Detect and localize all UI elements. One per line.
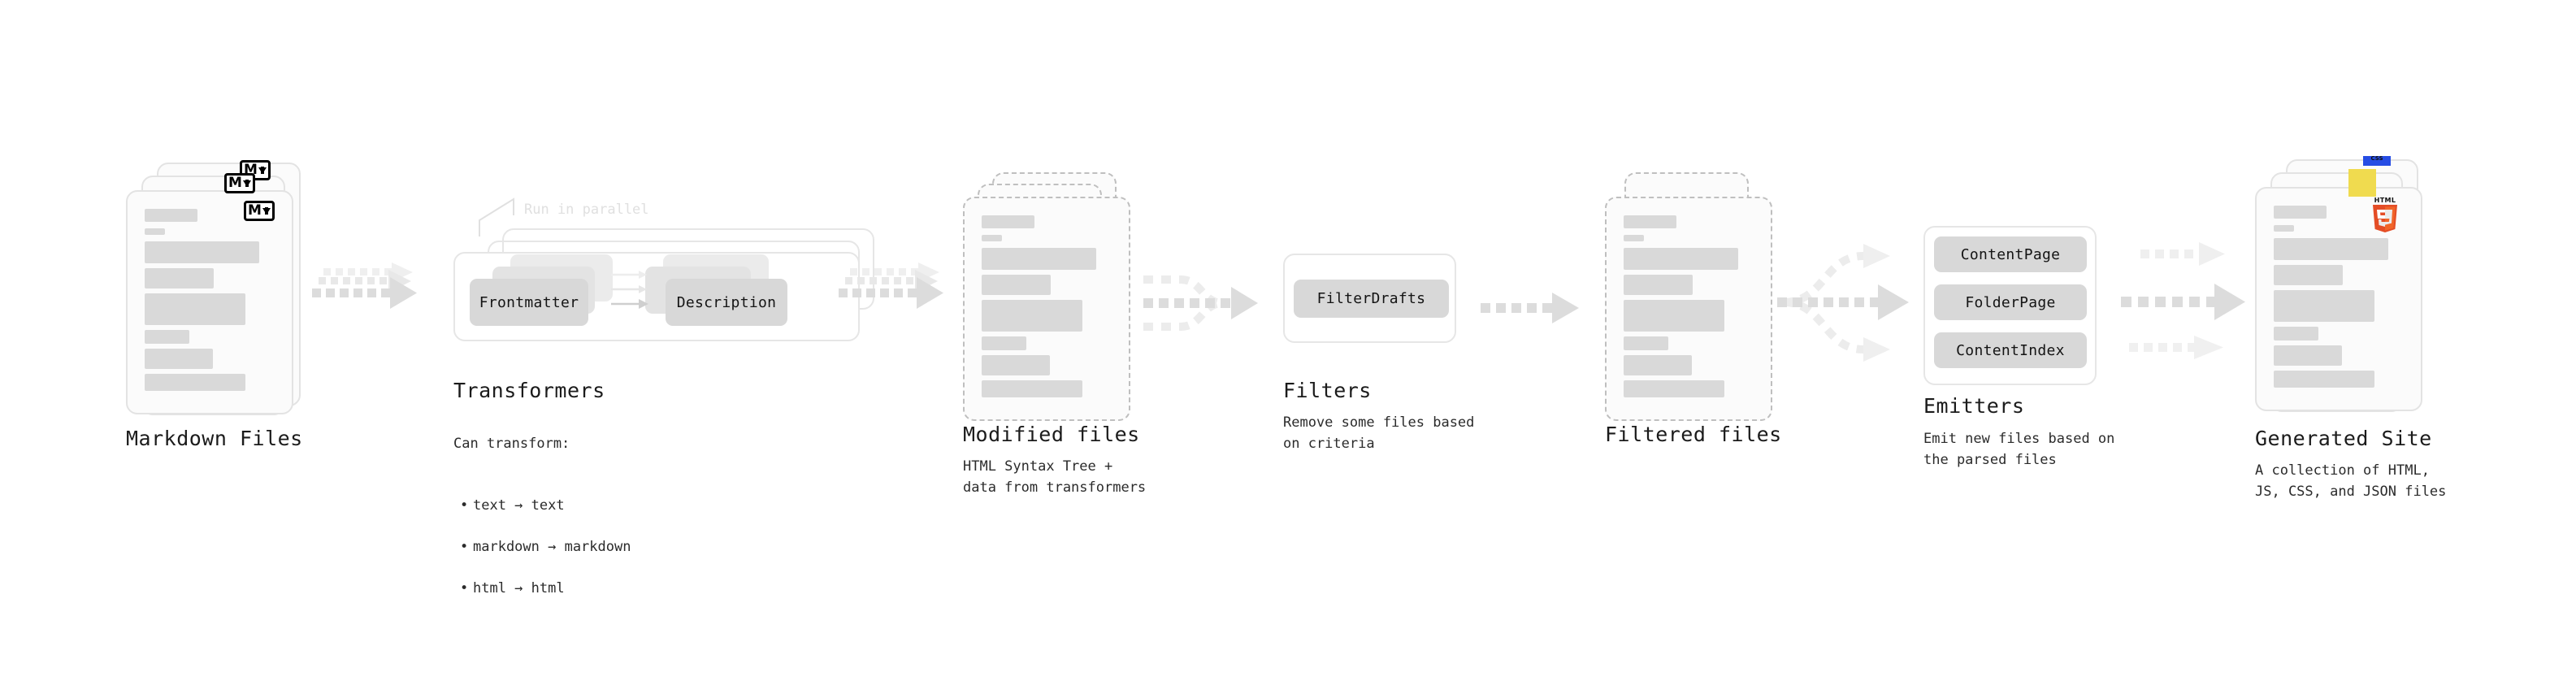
doc-bar	[145, 330, 189, 344]
filters-title: Filters	[1283, 379, 1372, 402]
doc-bar	[145, 241, 259, 263]
css3-badge-label: CSS	[2370, 155, 2383, 162]
arrow-emitters-to-site	[2121, 242, 2245, 359]
modified-files-title: Modified files	[963, 423, 1140, 446]
doc-bar	[2274, 345, 2342, 366]
emitters-title: Emitters	[1923, 394, 2025, 418]
emitter-pill-folderpage[interactable]: FolderPage	[1934, 284, 2087, 320]
modified-files-card-stack	[963, 172, 1138, 432]
transformer-pill-description-label: Description	[676, 293, 777, 311]
html5-badge: HTML	[2371, 197, 2399, 233]
transformers-bullet: markdown → markdown	[453, 537, 631, 558]
doc-bar	[982, 355, 1050, 375]
transformers-title: Transformers	[453, 379, 605, 402]
doc-bar	[1624, 235, 1644, 241]
doc-bar	[982, 380, 1082, 397]
transformer-pill-frontmatter-label: Frontmatter	[479, 293, 579, 311]
doc-bar	[2274, 265, 2343, 285]
doc-bar	[982, 248, 1096, 270]
arrow-transformers-to-modified	[839, 262, 943, 309]
transformer-pill-frontmatter[interactable]: Frontmatter	[470, 279, 588, 326]
arrow-filtered-to-emitters	[1777, 244, 1909, 362]
doc-bar	[982, 235, 1002, 241]
markdown-badge-back-1: M	[224, 173, 255, 193]
js-badge	[2348, 169, 2376, 197]
doc-bar	[1624, 248, 1738, 270]
transformers-subtitle-lead: Can transform:	[453, 435, 570, 452]
filter-pill-filterdrafts-label: FilterDrafts	[1316, 290, 1426, 307]
generated-card-front	[2255, 187, 2422, 411]
generated-site-title: Generated Site	[2255, 427, 2432, 450]
markdown-card-front	[126, 190, 293, 414]
doc-bar	[1624, 380, 1724, 397]
emitter-pill-folderpage-label: FolderPage	[1965, 293, 2056, 311]
markdown-files-title: Markdown Files	[126, 427, 303, 450]
generated-site-card-stack: CSS HTML	[2255, 156, 2430, 427]
doc-bar	[145, 374, 245, 391]
doc-bar	[2274, 206, 2327, 219]
filter-pill-filterdrafts[interactable]: FilterDrafts	[1294, 280, 1449, 318]
doc-bar	[145, 268, 214, 288]
markdown-badge-arrow-icon	[258, 166, 267, 174]
markdown-badge-arrow-icon	[242, 179, 251, 187]
doc-bar	[2274, 371, 2374, 388]
doc-bar	[2274, 225, 2294, 232]
transformer-pill-description[interactable]: Description	[666, 279, 787, 326]
modified-card-front	[963, 197, 1130, 421]
transformer-inner-arrows	[611, 271, 648, 309]
markdown-badge-letter: M	[248, 202, 262, 219]
doc-bar	[982, 275, 1051, 295]
run-in-parallel-callout-line	[479, 197, 514, 236]
run-in-parallel-label: Run in parallel	[524, 202, 649, 218]
doc-bar	[982, 336, 1026, 350]
arrow-filters-to-filtered	[1481, 293, 1579, 323]
transformers-bullet: html → html	[453, 579, 631, 600]
doc-bar	[145, 293, 245, 325]
arrow-markdown-to-transformers	[312, 262, 417, 309]
doc-bar	[982, 215, 1034, 228]
filtered-files-card-stack	[1605, 172, 1780, 432]
filtered-card-front	[1605, 197, 1772, 421]
markdown-badge-front: M	[244, 201, 275, 221]
filtered-files-title: Filtered files	[1605, 423, 1782, 446]
doc-bar	[145, 228, 165, 235]
doc-bar	[145, 209, 197, 222]
doc-bar	[2274, 238, 2388, 260]
transformers-subtitle: Can transform: text → text markdown → ma…	[453, 413, 631, 641]
emitters-subtitle: Emit new files based on the parsed files	[1923, 431, 2115, 468]
doc-bar	[2274, 290, 2374, 322]
doc-bar	[982, 300, 1082, 332]
arrow-modified-to-filters	[1143, 275, 1258, 331]
markdown-files-card-stack: M M M	[126, 160, 301, 423]
markdown-badge-arrow-icon	[262, 206, 271, 215]
doc-bar	[1624, 300, 1724, 332]
doc-bar	[145, 349, 213, 369]
doc-bar	[2274, 327, 2318, 340]
transformers-bullet: text → text	[453, 496, 631, 517]
markdown-badge-letter: M	[228, 175, 242, 191]
doc-bar	[1624, 275, 1693, 295]
doc-bar	[1624, 355, 1692, 375]
emitter-pill-contentpage-label: ContentPage	[1960, 245, 2061, 263]
emitter-pill-contentindex-label: ContentIndex	[1956, 341, 2065, 359]
css3-badge: CSS	[2363, 156, 2391, 166]
emitter-pill-contentindex[interactable]: ContentIndex	[1934, 332, 2087, 368]
markdown-badge-back-2: M	[240, 160, 271, 180]
generated-site-subtitle: A collection of HTML, JS, CSS, and JSON …	[2255, 462, 2447, 500]
transformers-bullet-list: text → text markdown → markdown html → h…	[453, 475, 631, 621]
filters-subtitle: Remove some files based on criteria	[1283, 414, 1475, 452]
html5-badge-label: HTML	[2374, 197, 2396, 204]
modified-files-subtitle: HTML Syntax Tree + data from transformer…	[963, 458, 1147, 496]
emitter-pill-contentpage[interactable]: ContentPage	[1934, 236, 2087, 272]
doc-bar	[1624, 336, 1668, 350]
doc-bar	[1624, 215, 1676, 228]
